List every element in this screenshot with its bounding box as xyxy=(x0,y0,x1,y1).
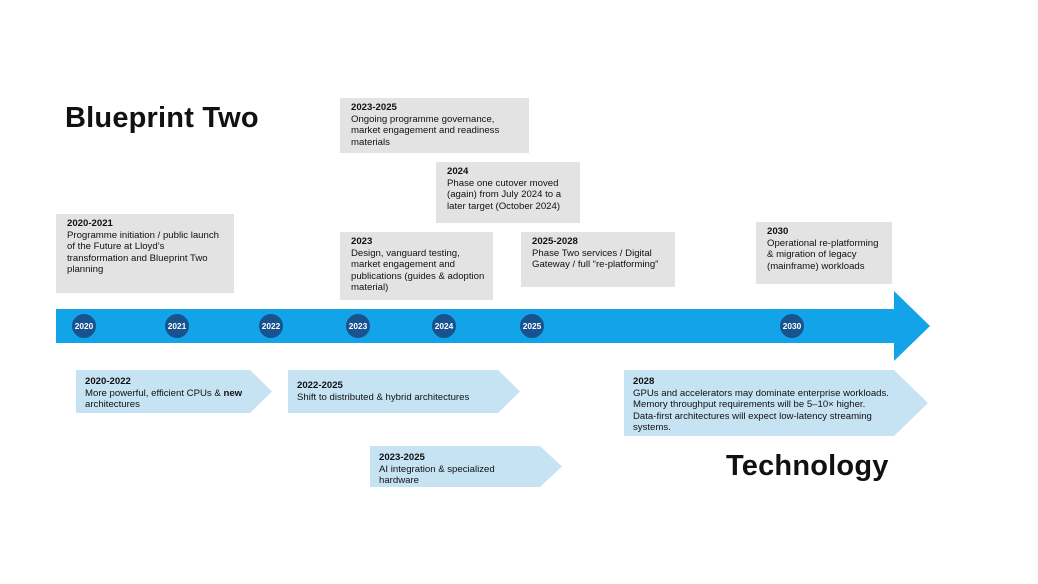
tech-chevron-2023-2025 xyxy=(370,446,562,487)
milestone-text: Ongoing programme governance, market eng… xyxy=(351,113,500,148)
milestone-period: 2020-2021 xyxy=(67,218,113,229)
tech-trend-text: Shift to distributed & hybrid architectu… xyxy=(297,391,470,403)
milestone-box: 2024 Phase one cutover moved (again) fro… xyxy=(436,162,580,223)
milestone-text: Programme initiation / public launch of … xyxy=(67,229,219,276)
milestone-box: 2023-2025 Ongoing programme governance, … xyxy=(340,98,529,153)
year-marker: 2024 xyxy=(432,314,456,338)
tech-trend-text: AI integration & specialized hardware xyxy=(379,463,495,487)
tech-chevron-2020-2022 xyxy=(76,370,272,413)
year-marker: 2021 xyxy=(165,314,189,338)
timeline-arrow xyxy=(56,291,930,361)
tech-trend-text: More powerful, efficient CPUs & xyxy=(85,387,224,399)
year-marker: 2025 xyxy=(520,314,544,338)
tech-trend-text-bold: new xyxy=(223,387,243,399)
tech-trend-period: 2028 xyxy=(633,376,655,387)
milestone-text: Design, vanguard testing, market engagem… xyxy=(351,247,485,294)
year-marker: 2022 xyxy=(259,314,283,338)
year-marker: 2023 xyxy=(346,314,370,338)
tech-trend-text: GPUs and accelerators may dominate enter… xyxy=(633,387,889,434)
milestone-box: 2020-2021 Programme initiation / public … xyxy=(56,214,234,293)
blueprint-title: Blueprint Two xyxy=(65,102,259,134)
tech-trend-period: 2022-2025 xyxy=(297,380,343,391)
milestone-box: 2023 Design, vanguard testing, market en… xyxy=(340,232,493,300)
milestone-text: Phase one cutover moved (again) from Jul… xyxy=(447,177,562,212)
milestone-box: 2025-2028 Phase Two services / Digital G… xyxy=(521,232,675,287)
tech-chevron-2022-2025 xyxy=(288,370,520,413)
milestone-text: Phase Two services / Digital Gateway / f… xyxy=(532,247,659,271)
tech-trend: 2020-2022 More powerful, efficient CPUs … xyxy=(76,372,272,413)
milestone-period: 2023 xyxy=(351,236,373,247)
tech-trend-period: 2020-2022 xyxy=(85,376,131,387)
milestone-period: 2024 xyxy=(447,166,469,177)
technology-title: Technology xyxy=(726,450,889,482)
tech-trend: 2023-2025 AI integration & specialized h… xyxy=(370,448,540,487)
tech-chevron-2028 xyxy=(624,370,928,436)
tech-trend: 2022-2025 Shift to distributed & hybrid … xyxy=(288,376,520,413)
year-marker: 2030 xyxy=(780,314,804,338)
milestone-period: 2030 xyxy=(767,226,789,237)
year-marker: 2020 xyxy=(72,314,96,338)
milestone-period: 2023-2025 xyxy=(351,102,397,113)
tech-trend: 2028 GPUs and accelerators may dominate … xyxy=(624,372,920,436)
milestone-box: 2030 Operational re-platforming & migrat… xyxy=(756,222,892,284)
milestone-period: 2025-2028 xyxy=(532,236,578,247)
tech-trend-text: architectures xyxy=(85,399,140,411)
tech-trend-period: 2023-2025 xyxy=(379,452,425,463)
milestone-text: Operational re-platforming & migration o… xyxy=(767,237,879,272)
